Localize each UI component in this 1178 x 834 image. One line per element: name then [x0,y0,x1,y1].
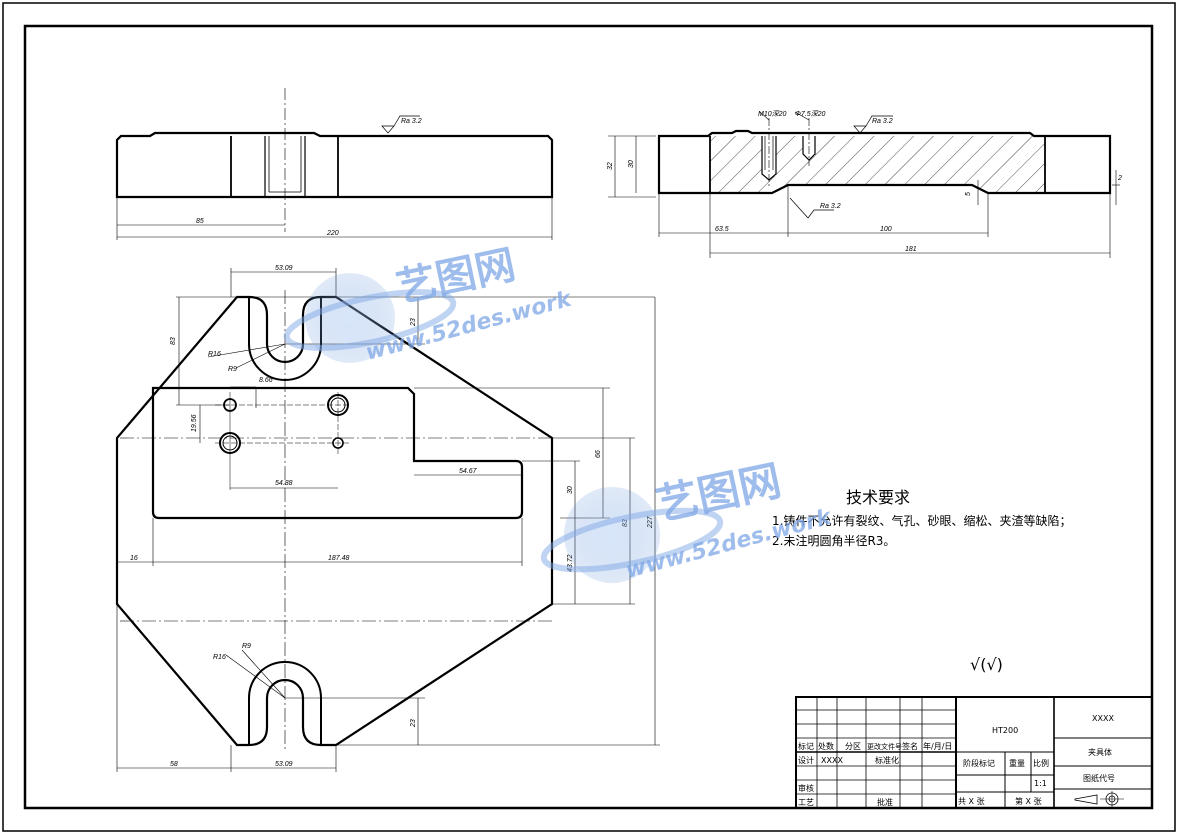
tb-sheet-no: 第 X 张 [1015,796,1042,806]
dim-23-top: 23 [410,318,417,327]
tb-design-name: XXXX [821,756,843,765]
tech-requirement-line-2: 2.未注明圆角半径R3。 [772,533,895,548]
dim-16: 16 [130,555,138,562]
dim-ra-top-left: Ra 3.2 [401,118,422,125]
dim-53-09-bottom: 53.09 [275,761,293,768]
dim-thread-m10: M10深20 [758,110,787,118]
tb-process: 工艺 [798,798,814,807]
tb-material: HT200 [992,726,1018,735]
dim-187-48: 187.48 [328,555,350,562]
dim-19-56: 19.56 [191,414,198,432]
roughness-symbol: √(√) [970,655,1003,674]
tb-col-count: 处数 [818,741,834,751]
tb-drawing-no-label: 图纸代号 [1083,773,1115,783]
tb-company: XXXX [1092,714,1114,723]
dim-63-5: 63.5 [715,226,729,233]
tb-sheets-total: 共 X 张 [958,797,985,806]
plan-view [115,268,660,772]
watermark-url-1: www.52des.work [363,287,575,366]
dim-ra-top-right: Ra 3.2 [872,118,893,125]
tb-standardize: 标准化 [875,755,899,765]
dim-66: 66 [595,450,602,458]
dim-30: 30 [628,160,635,168]
dim-85: 85 [196,218,204,225]
dim-r16-top: R16 [208,351,221,358]
watermark-1 [283,273,457,363]
tb-scale-label: 比例 [1033,758,1049,768]
dim-30-plan: 30 [567,486,574,494]
tb-col-sign: 签名 [902,741,918,751]
dim-2: 2 [1117,175,1122,182]
tech-requirements-title: 技术要求 [846,488,910,507]
dim-54-67: 54.67 [459,468,478,475]
section-view-right [608,111,1120,258]
dim-53-09-top: 53.09 [275,265,293,272]
dim-32: 32 [607,162,614,170]
title-block [795,696,1153,809]
dim-r16-bottom: R16 [213,654,226,661]
dim-220: 220 [326,230,339,237]
dim-100: 100 [880,226,892,233]
tb-design: 设计 [798,755,814,765]
inner-frame [23,24,1154,810]
tb-scale-value: 1:1 [1034,779,1047,788]
tech-requirement-line-1: 1.铸件不允许有裂纹、气孔、砂眼、缩松、夹渣等缺陷； [772,513,1071,528]
dim-r9-bottom: R9 [242,643,251,650]
watermark-2 [540,487,724,583]
dim-54-88: 54.88 [275,480,293,487]
dim-r9-top: R9 [228,366,237,373]
tb-check: 审核 [798,783,814,793]
side-view-left [115,88,554,240]
tb-col-mark: 标记 [798,741,814,751]
dim-83-left: 83 [170,337,177,345]
dim-ra-bottom-right: Ra 3.2 [820,203,841,210]
tb-part-name: 夹具体 [1088,747,1112,757]
dim-thread-phi7: Φ7.5深20 [795,110,825,118]
dim-181: 181 [905,246,917,253]
dim-5: 5 [965,192,972,196]
dim-58: 58 [170,761,178,768]
tb-col-change-doc: 更改文件号 [867,742,902,751]
dim-8-66: 8.66 [259,377,273,384]
tb-col-zone: 分区 [845,742,861,751]
dim-43-72: 43.72 [567,554,574,572]
dim-23-bottom: 23 [410,719,417,728]
tb-col-date: 年/月/日 [923,741,952,751]
tb-approve: 批准 [877,797,893,807]
watermark-brand-1: 艺图网 [393,242,520,312]
tb-stage-mark: 阶段标记 [963,758,995,768]
tb-weight: 重量 [1009,758,1025,768]
